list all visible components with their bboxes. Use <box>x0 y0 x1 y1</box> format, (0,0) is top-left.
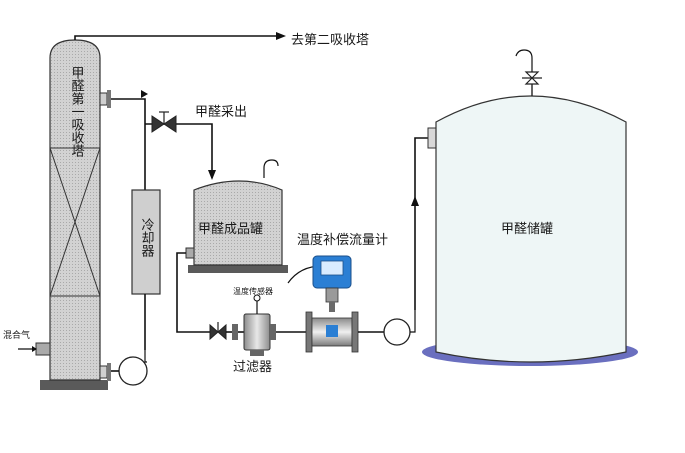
to-tower-2-label: 去第二吸收塔 <box>291 33 369 48</box>
absorption-tower-1: 甲醛第一吸收塔 混合气 <box>3 39 111 390</box>
gate-valve-icon <box>151 111 177 133</box>
filter-body <box>243 313 271 351</box>
packing-bed-icon <box>49 147 101 297</box>
product-tank: 甲醛成品罐 <box>176 159 288 333</box>
tower-1-label: 甲醛第一吸收塔 <box>69 66 85 157</box>
storage-tank: 甲醛储罐 <box>422 49 638 366</box>
flowmeter: 温度补偿流量计 <box>297 232 388 353</box>
product-tank-label: 甲醛成品罐 <box>198 221 263 237</box>
filter-line: 过滤器 温度传感器 <box>209 265 323 375</box>
product-tank-body <box>193 180 283 266</box>
temp-sensor-label: 温度传感器 <box>233 286 273 296</box>
vapor-line-to-tower-2: 去第二吸收塔 <box>74 32 369 48</box>
product-tank-base <box>188 265 288 273</box>
filter-label: 过滤器 <box>233 360 272 375</box>
transfer-pump <box>383 127 437 346</box>
product-draw-off: 甲醛采出 <box>145 104 247 180</box>
storage-tank-body <box>435 95 627 363</box>
cooler-body <box>131 189 161 295</box>
cooler-label: 冷却器 <box>139 218 155 258</box>
mixed-gas-label: 混合气 <box>3 329 30 341</box>
circulation-pump-2-icon <box>383 318 411 346</box>
tower-1-body <box>49 39 101 381</box>
cooler-loop: 冷却器 <box>111 90 161 386</box>
flowmeter-label: 温度补偿流量计 <box>297 232 388 248</box>
vent-valve-icon <box>522 71 542 85</box>
storage-tank-label: 甲醛储罐 <box>501 221 553 237</box>
product-out-label: 甲醛采出 <box>195 104 247 120</box>
check-valve-icon <box>209 322 227 341</box>
circulation-pump-1-icon <box>111 350 148 386</box>
tower-1-base <box>40 380 108 390</box>
